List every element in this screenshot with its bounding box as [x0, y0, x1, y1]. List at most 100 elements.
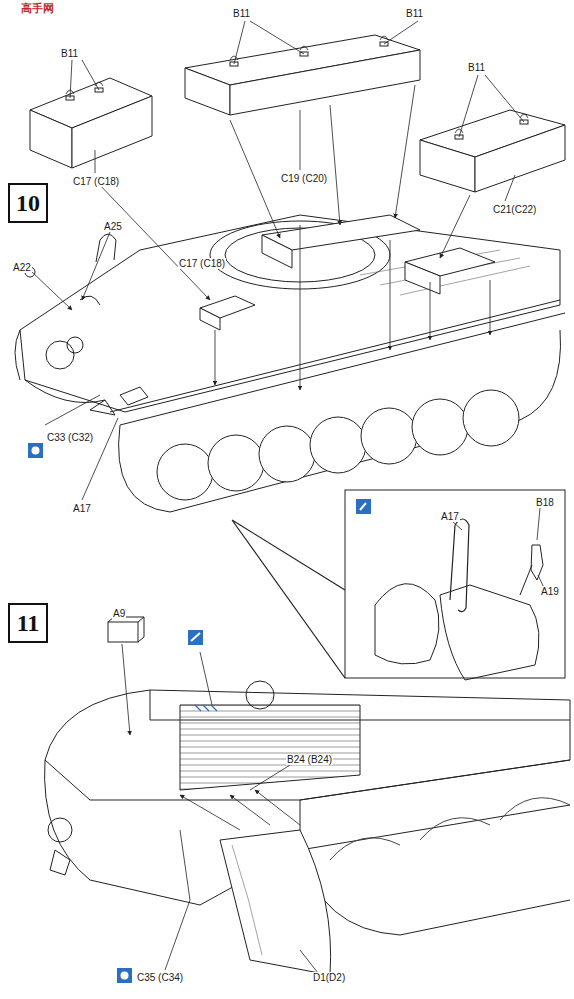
tank-hull-rear [232, 845, 262, 955]
part-number: A17 [440, 511, 460, 522]
tank-hull-rear [150, 690, 570, 720]
watermark: 高手网 [20, 3, 55, 14]
stowage-box [30, 110, 72, 168]
stowage-box [475, 125, 565, 192]
stowage-box [30, 78, 152, 168]
assembly-arrow [32, 272, 72, 310]
tank-hull [120, 387, 148, 405]
leader-line [66, 82, 103, 94]
assembly-arrow [490, 280, 491, 335]
assembly-arrow [165, 830, 190, 970]
assembly-arrow [300, 225, 301, 390]
detail-inset [375, 584, 439, 664]
tank-hull [15, 330, 105, 403]
part-number: B11 [405, 8, 424, 19]
assembly-arrow [195, 705, 217, 711]
assembly-arrow [330, 105, 340, 225]
assembly-arrow [440, 195, 470, 258]
tank-hull [80, 296, 115, 415]
option-icon [28, 443, 43, 458]
leader-line [95, 150, 96, 173]
part-number: C19 (C20) [280, 173, 328, 184]
part-number: D1(D2) [312, 972, 346, 983]
assembly-arrow [300, 950, 318, 973]
part-number: A17 [72, 503, 92, 514]
part-number: B18 [535, 497, 555, 508]
road-wheel [157, 390, 519, 500]
assembly-arrow [430, 282, 431, 340]
assembly-arrow [200, 652, 212, 705]
detail-inset [452, 508, 545, 590]
road-wheel [208, 435, 264, 491]
assembly-arrow [180, 795, 240, 830]
assembly-arrow [215, 330, 216, 385]
leader-line [234, 21, 418, 64]
step-number-box: 10 [8, 183, 48, 223]
part-number: B11 [60, 48, 79, 59]
assembly-arrow [32, 85, 490, 500]
stowage-box [72, 96, 152, 168]
assembly-arrow [395, 85, 415, 218]
road-wheel [259, 426, 315, 482]
detail-inset [440, 585, 539, 680]
leader-line [455, 114, 528, 133]
option-icon [28, 443, 203, 983]
detail-inset [232, 520, 345, 678]
tank-hull [262, 215, 420, 250]
leader-line [70, 60, 99, 98]
stowage-box [185, 68, 230, 115]
tank-hull-rear [180, 705, 360, 790]
part-number: C33 (C32) [46, 432, 94, 443]
tank-hull-rear [330, 798, 570, 860]
part-number: B11 [467, 62, 486, 73]
part-number: A19 [540, 586, 560, 597]
part-number: C17 (C18) [72, 176, 120, 187]
option-icon [121, 972, 129, 980]
option-icon [32, 447, 40, 455]
tank-hull-rear [246, 681, 274, 709]
assembly-arrow [250, 765, 290, 790]
leader-line [66, 21, 528, 201]
part-number: C17 (C18) [178, 258, 226, 269]
option-icon [191, 633, 200, 641]
leader-line [230, 36, 388, 60]
option-icon [117, 968, 132, 983]
step-number: 11 [17, 610, 40, 637]
assembly-arrow [45, 395, 100, 425]
tank-hull [67, 337, 83, 353]
tank-hull [46, 341, 74, 369]
tank-hull-rear [220, 830, 331, 975]
assembly-arrow [255, 790, 300, 825]
road-wheel [463, 390, 519, 446]
assembly-arrow [122, 644, 130, 735]
detail-inset [360, 503, 366, 510]
leader-line [300, 110, 301, 170]
part-number: C21(C22) [492, 204, 537, 215]
step-number: 10 [16, 190, 40, 217]
part-number: A9 [112, 608, 126, 619]
stowage-box [420, 140, 475, 192]
road-wheel [412, 399, 468, 455]
tank-hull-rear [45, 690, 570, 800]
detail-inset [356, 499, 371, 514]
part-number: B11 [232, 8, 251, 19]
tank-hull-rear [300, 850, 570, 935]
tank-hull [262, 235, 292, 268]
leader-line [505, 175, 515, 201]
part-number: A25 [103, 221, 123, 232]
assembly-arrow [390, 240, 391, 350]
assembly-arrow [230, 795, 270, 825]
assembly-arrow [82, 418, 118, 500]
detail-inset [345, 490, 565, 678]
stowage-box [420, 110, 565, 192]
assembly-arrow [82, 232, 110, 300]
assembly-arrow [95, 180, 210, 300]
tank-hull-rear [48, 818, 72, 842]
stowage-box [185, 35, 420, 115]
tank-hull-rear [45, 617, 570, 975]
tank-hull-rear [108, 622, 138, 642]
part-number: C35 (C34) [136, 972, 184, 983]
step-number-box: 11 [8, 603, 48, 643]
tank-hull [405, 262, 440, 294]
